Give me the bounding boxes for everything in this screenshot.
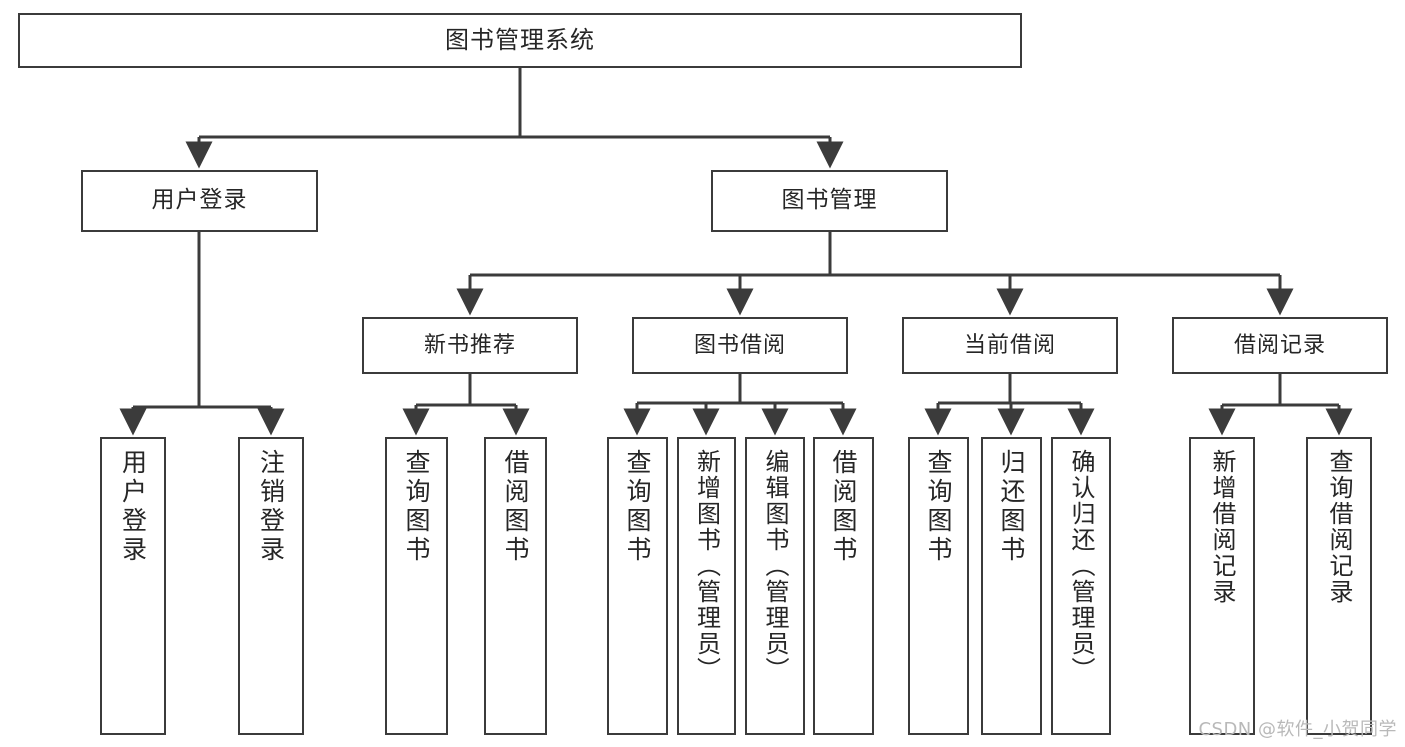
node-book-management[interactable]: 图书管理	[711, 170, 948, 232]
node-label: 查询图书	[924, 449, 953, 565]
node-label: 注销登录	[256, 449, 286, 565]
leaf-user-login[interactable]: 用户登录	[100, 437, 166, 735]
node-label: 新增图书（管理员）	[692, 449, 721, 683]
node-label: 当前借阅	[963, 332, 1056, 358]
leaf-user-logout[interactable]: 注销登录	[238, 437, 304, 735]
node-label: 新书推荐	[423, 332, 516, 358]
node-book-borrow[interactable]: 图书借阅	[632, 317, 848, 374]
leaf-add-borrow-record[interactable]: 新增借阅记录	[1189, 437, 1255, 735]
node-label: 图书借阅	[693, 332, 786, 358]
leaf-edit-book-admin[interactable]: 编辑图书（管理员）	[745, 437, 805, 735]
node-label: 查询借阅记录	[1325, 449, 1353, 605]
node-label: 查询图书	[623, 449, 652, 565]
watermark-text: CSDN @软件_小贺同学	[1198, 719, 1397, 740]
node-user-login[interactable]: 用户登录	[81, 170, 318, 232]
leaf-confirm-return-admin[interactable]: 确认归还（管理员）	[1051, 437, 1111, 735]
leaf-query-book-recommend[interactable]: 查询图书	[385, 437, 448, 735]
node-label: 查询图书	[402, 449, 431, 565]
node-label: 图书管理	[781, 187, 878, 214]
leaf-add-book-admin[interactable]: 新增图书（管理员）	[677, 437, 736, 735]
node-label: 图书管理系统	[445, 26, 595, 55]
node-new-book-recommend[interactable]: 新书推荐	[362, 317, 578, 374]
node-label: 用户登录	[151, 187, 248, 214]
node-label: 借阅图书	[829, 449, 858, 565]
node-label: 新增借阅记录	[1208, 449, 1236, 605]
node-label: 确认归还（管理员）	[1067, 449, 1095, 683]
node-label: 用户登录	[118, 449, 148, 565]
node-current-borrow[interactable]: 当前借阅	[902, 317, 1118, 374]
leaf-query-book-borrow[interactable]: 查询图书	[607, 437, 668, 735]
node-label: 编辑图书（管理员）	[761, 449, 789, 683]
leaf-return-book[interactable]: 归还图书	[981, 437, 1042, 735]
leaf-borrow-book-recommend[interactable]: 借阅图书	[484, 437, 547, 735]
node-label: 借阅记录	[1233, 332, 1326, 358]
leaf-query-book-current[interactable]: 查询图书	[908, 437, 969, 735]
node-borrow-record[interactable]: 借阅记录	[1172, 317, 1388, 374]
node-label: 借阅图书	[501, 449, 530, 565]
node-label: 归还图书	[997, 449, 1026, 565]
leaf-query-borrow-record[interactable]: 查询借阅记录	[1306, 437, 1372, 735]
leaf-lend-book[interactable]: 借阅图书	[813, 437, 874, 735]
node-root-system[interactable]: 图书管理系统	[18, 13, 1022, 68]
